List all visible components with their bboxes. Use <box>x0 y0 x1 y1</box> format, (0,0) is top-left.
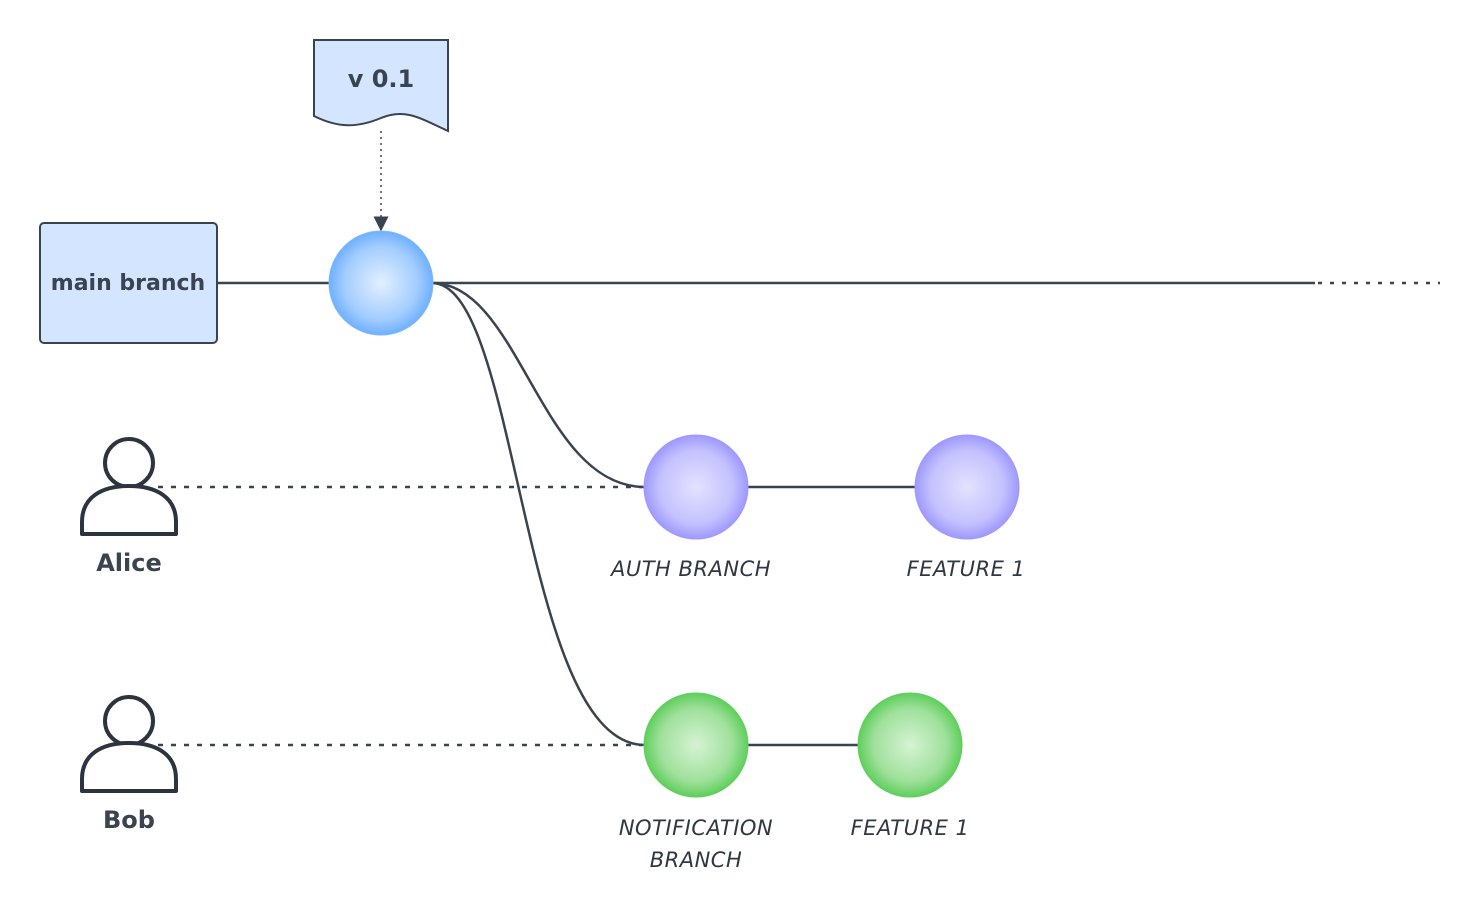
auth-feature-label: FEATURE 1 <box>907 557 1026 581</box>
auth-branch-label: AUTH BRANCH <box>609 557 771 581</box>
bob-user-icon <box>80 695 178 793</box>
auth-branch-connector <box>431 281 646 489</box>
main-commit-node[interactable] <box>328 230 434 336</box>
auth-branch-node[interactable] <box>643 434 749 540</box>
alice-name: Alice <box>96 549 162 577</box>
notification-branch-node[interactable] <box>643 692 749 798</box>
notification-branch-connector <box>431 281 646 747</box>
notification-feature-node[interactable] <box>857 692 963 798</box>
bob-name: Bob <box>103 806 155 834</box>
version-tag-shape[interactable] <box>313 39 449 133</box>
alice-user-icon <box>80 437 178 536</box>
auth-feature-node[interactable] <box>914 434 1020 540</box>
notification-branch-label-line-1: NOTIFICATION <box>619 816 773 840</box>
notification-feature-label: FEATURE 1 <box>851 816 970 840</box>
notification-branch-label-line-2: BRANCH <box>650 848 743 872</box>
version-tag-label: v 0.1 <box>348 65 415 93</box>
main-branch-label: main branch <box>51 271 205 296</box>
